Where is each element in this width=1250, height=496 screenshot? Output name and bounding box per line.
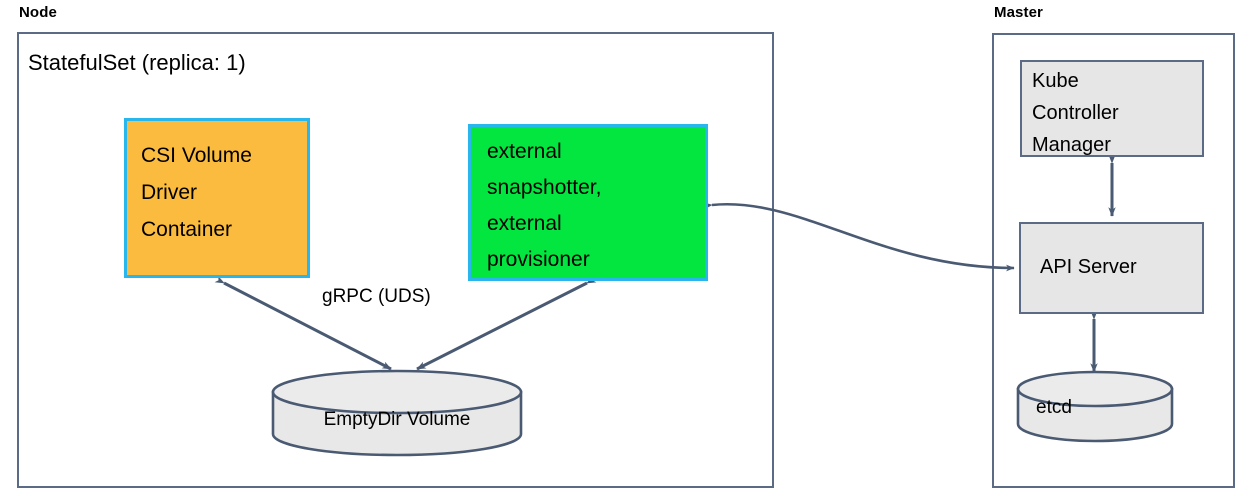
statefulset-title: StatefulSet (replica: 1) xyxy=(28,50,246,75)
external-snapshotter-provisioner-container[interactable]: external snapshotter, external provision… xyxy=(468,124,708,281)
etcd-label: etcd xyxy=(1036,397,1072,418)
kube-controller-manager-label: Kube Controller Manager xyxy=(1032,70,1119,156)
external-snapshotter-provisioner-label: external snapshotter, external provision… xyxy=(487,140,602,271)
kube-controller-manager-box[interactable]: Kube Controller Manager xyxy=(1020,60,1204,157)
api-server-label: API Server xyxy=(1040,256,1137,278)
master-group-label: Master xyxy=(994,4,1043,21)
api-server-box[interactable]: API Server xyxy=(1019,222,1204,314)
csi-volume-driver-container[interactable]: CSI Volume Driver Container xyxy=(124,118,310,278)
csi-volume-driver-container-label: CSI Volume Driver Container xyxy=(141,144,252,241)
grpc-uds-edge-label: gRPC (UDS) xyxy=(322,286,431,307)
emptydir-volume-label: EmptyDir Volume xyxy=(323,409,471,430)
node-group-label: Node xyxy=(19,4,57,21)
